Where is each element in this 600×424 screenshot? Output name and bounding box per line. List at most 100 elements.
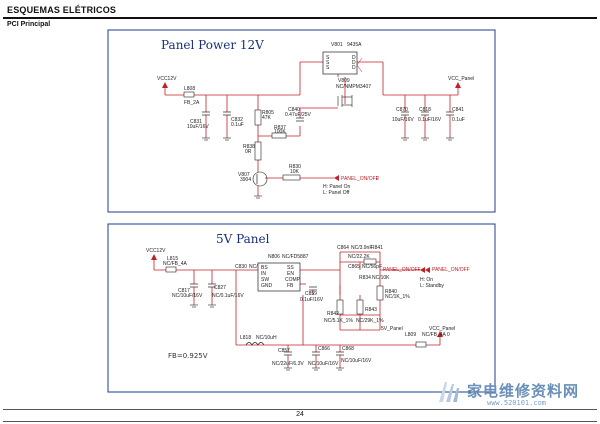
panel2-note-l: L: Standby [420, 283, 444, 289]
page-number: 24 [296, 411, 304, 418]
vcc12v-arrow-icon [162, 82, 168, 88]
l809-symbol [415, 341, 427, 348]
panel2-vcc-out: VCC_Panel [429, 326, 455, 332]
r805-label: R805 [262, 110, 274, 116]
c865-value: NC/56pF [362, 264, 382, 270]
panel1-note-h: H: Panel On [323, 184, 350, 190]
panel2-title: 5V Panel [216, 232, 270, 246]
v801-part: 9435A [347, 42, 362, 48]
l818-label: L818 [240, 335, 251, 341]
c870-label: C870 [396, 107, 408, 113]
watermark-logo-icon [439, 382, 459, 402]
r843-label: R843 [365, 307, 377, 313]
page-subtitle: PCI Principal [7, 21, 51, 28]
v801-chip [322, 51, 358, 75]
r830-symbol [282, 174, 301, 181]
n806-part: NC/FD5887 [282, 254, 309, 260]
v801-label: V801 [331, 42, 343, 48]
watermark: 家电维修资料网 www.520101.com [433, 378, 595, 410]
svg-text:D: D [352, 60, 356, 66]
c857-label: C857 [278, 348, 290, 354]
c840-value: 0.47uF/25V [285, 112, 312, 118]
r842-value: NC/5.1K_1% [324, 318, 353, 324]
n806-pin-r3: COMP [285, 277, 301, 283]
panel1-title: Panel Power 12V [161, 38, 264, 52]
l815-value: NC/FB_4A [163, 261, 188, 267]
c827-value: NC/0.1uF/16V [212, 293, 244, 299]
v809-part: NC/NMPM3407 [336, 84, 371, 90]
r834-label: R834 [359, 275, 371, 281]
watermark-url: www.520101.com [487, 399, 547, 407]
c866-label: C866 [318, 346, 330, 352]
r843-symbol [356, 299, 364, 315]
v809-label: V809 [338, 78, 350, 84]
vcc-panel-arrow-icon [455, 82, 461, 88]
page-footer: 24 [3, 409, 597, 422]
panel1-ctrl-arrow-icon [334, 175, 339, 181]
panel2-ctrl-arrow-icon [420, 267, 425, 273]
c817-label: C817 [178, 288, 190, 294]
r837-value: 100K [274, 129, 286, 135]
r840-symbol [376, 285, 384, 301]
panel2-note-h: H: On [420, 277, 433, 283]
l808-symbol [183, 91, 195, 98]
panel2-fb-note: FB=0.925V [168, 352, 208, 360]
c831-label: C831 [190, 119, 202, 125]
c841-label: C841 [452, 107, 464, 113]
l809-value: NC/FB_4A 0 [422, 332, 450, 338]
n806-pin-l1: BS [261, 265, 268, 271]
r837-label: R837 [274, 125, 286, 131]
n806-pin-l2: IN [261, 271, 266, 277]
c832-value: 0.1uF [231, 122, 244, 128]
r830-value: 10K [290, 169, 300, 175]
page-header: ESQUEMAS ELÉTRICOS [3, 3, 597, 19]
r842-label: R842 [327, 311, 339, 317]
panel2-vcc-out-arrow-icon [437, 331, 443, 337]
l818-value: NC/10uH [256, 335, 277, 341]
c831-value: 10uF/16V [187, 124, 209, 130]
c859-value: 0.1uF/16V [300, 297, 324, 303]
c830-label: C830 [235, 264, 247, 270]
c840-label: C840 [288, 107, 300, 113]
r840-value: NC/1K_1% [385, 294, 410, 300]
l808-value: FB_2A [184, 100, 200, 106]
r843-value: NC/29K_1% [356, 318, 384, 324]
svg-text:S: S [326, 60, 330, 66]
c865-label: C865 [348, 264, 360, 270]
l808-label: L808 [184, 86, 195, 92]
n806-pin-l3: SW [261, 277, 269, 283]
panel2-vcc-in: VCC12V [146, 248, 166, 254]
r838-value: 0R [245, 149, 252, 155]
r838-symbol [254, 141, 262, 161]
n806-pin-l4: GND [261, 283, 273, 289]
panel-power-12v-frame [107, 29, 496, 213]
c817-value: NC/10uF/16V [172, 293, 203, 299]
c827-label: C827 [214, 285, 226, 291]
c868-value: NC/10uF/16V [341, 358, 372, 364]
r838-label: R838 [243, 144, 255, 150]
r840-label: R840 [385, 289, 397, 295]
c818-label: C818 [419, 107, 431, 113]
r805-symbol [254, 109, 262, 126]
panel2-vcc-arrow-icon [151, 254, 157, 260]
n806-chip [257, 262, 301, 292]
r841-label: R841 [371, 245, 383, 251]
svg-text:D: D [352, 55, 356, 61]
l818-symbol [245, 342, 265, 346]
panel1-vcc-out: VCC_Panel [448, 76, 474, 82]
panel1-note-l: L: Panel Off [323, 190, 350, 196]
c859-label: C859 [305, 291, 317, 297]
l815-symbol [165, 266, 177, 273]
n806-pin-r1: SS [287, 265, 294, 271]
panel2-5v-label: 5V_Panel [381, 326, 403, 332]
n806-pin-r2: EN [287, 271, 294, 277]
panel2-ctrl-label: PANEL_ON/OFF [383, 267, 421, 273]
l815-label: L815 [167, 256, 178, 262]
panel1-grounds [202, 137, 454, 199]
page-title: ESQUEMAS ELÉTRICOS [7, 5, 117, 15]
c841-value: 0.1uF [452, 117, 465, 123]
v807-part: 3904 [240, 177, 251, 183]
n806-label: N806 [268, 254, 280, 260]
svg-text:D: D [352, 65, 356, 71]
c868-label: C868 [342, 346, 354, 352]
